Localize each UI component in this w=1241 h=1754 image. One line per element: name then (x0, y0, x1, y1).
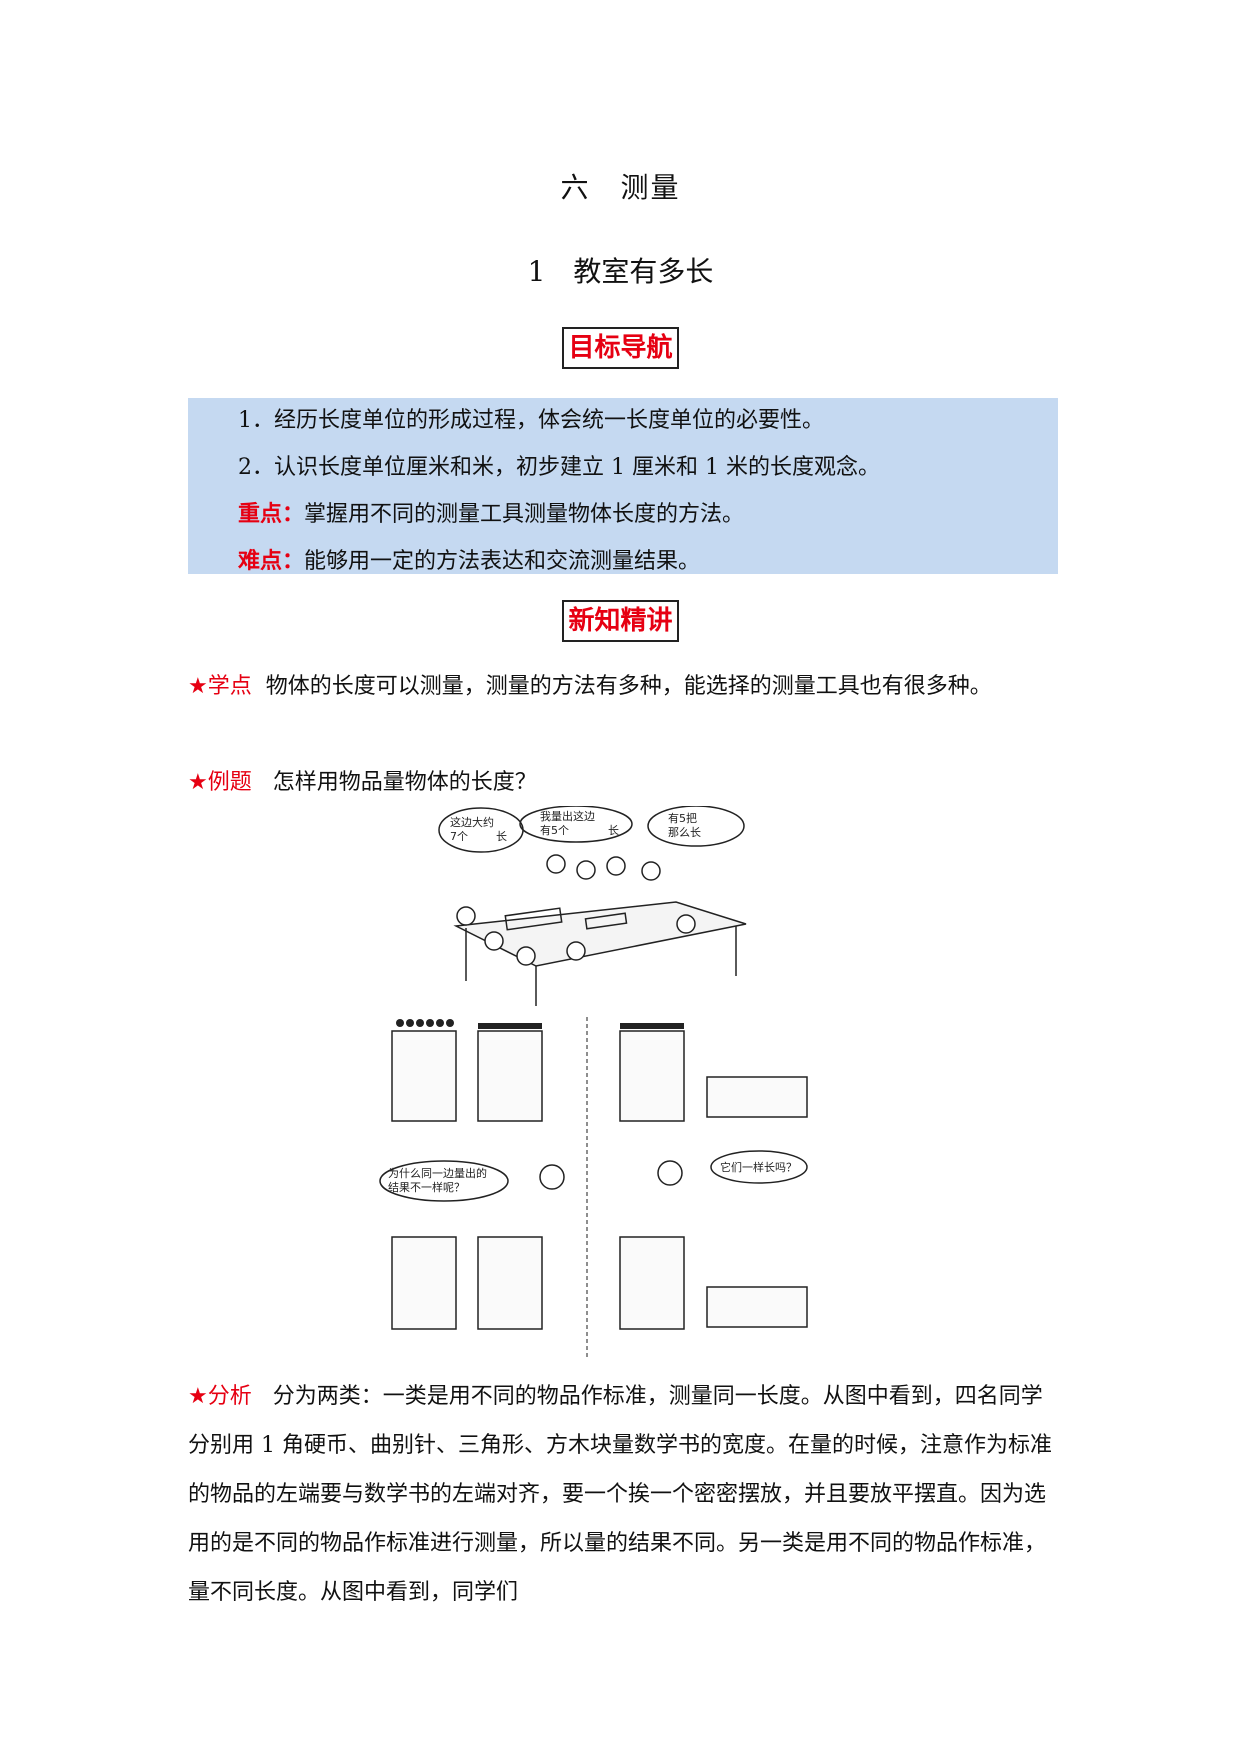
goals-box: 1．经历长度单位的形成过程，体会统一长度单位的必要性。 2．认识长度单位厘米和米… (188, 398, 1058, 574)
fig1-bubble-middle-line3: 长 (608, 824, 619, 837)
analysis: ★分析 分为两类：一类是用不同的物品作标准，测量同一长度。从图中看到，四名同学分… (188, 1372, 1058, 1617)
math-book (504, 907, 563, 931)
key-point-label: 重点： (238, 502, 305, 527)
fig1-bubble-left-line1: 这边大约 (450, 815, 494, 829)
boy-character (657, 1160, 683, 1186)
girl-character (539, 1164, 565, 1190)
fig1-bubble-middle-line1: 我量出这边 (540, 809, 595, 823)
fig1-bubble-right-line2: 那么长 (668, 826, 701, 839)
speech-bubble-right (647, 806, 745, 847)
landscape-card (706, 1076, 808, 1118)
section-goals-heading: 目标导航 (0, 327, 1241, 369)
child-head (546, 854, 566, 874)
speech-bubble-question (379, 1160, 509, 1202)
learning-point-text: 物体的长度可以测量，测量的方法有多种，能选择的测量工具也有很多种。 (265, 674, 992, 699)
difficult-point-text: 能够用一定的方法表达和交流测量结果。 (304, 549, 701, 574)
fig1-bubble-left-line3: 长 (496, 830, 507, 843)
fig1-bubble-middle-line2: 有5个 (540, 823, 569, 837)
goal-item-2: 2．认识长度单位厘米和米，初步建立 1 厘米和 1 米的长度观念。 (238, 455, 880, 480)
learning-point-label: ★学点 (188, 674, 252, 699)
lesson-title: 1 教室有多长 (527, 255, 714, 288)
example: ★例题 怎样用物品量物体的长度？ (188, 758, 1058, 807)
example-text: 怎样用物品量物体的长度？ (272, 770, 537, 795)
key-point-text: 掌握用不同的测量工具测量物体长度的方法。 (304, 502, 745, 527)
difficult-point-label: 难点： (238, 549, 305, 574)
speech-bubble-same-length (710, 1150, 808, 1184)
section-goals-label: 目标导航 (562, 327, 679, 369)
fig2-bubble-right: 它们一样长吗？ (720, 1160, 797, 1174)
analysis-text: 分为两类：一类是用不同的物品作标准，测量同一长度。从图中看到，四名同学分别用 1… (188, 1384, 1052, 1605)
learning-point: ★学点 物体的长度可以测量，测量的方法有多种，能选择的测量工具也有很多种。 (188, 662, 1058, 711)
fig2-bubble-left-line2: 结果不一样呢？ (388, 1180, 465, 1194)
section-knowledge-heading: 新知精讲 (0, 600, 1241, 642)
goal-difficult-point: 难点：能够用一定的方法表达和交流测量结果。 (238, 547, 700, 577)
example-label: ★例题 (188, 770, 252, 795)
figure-children-measuring-table: 这边大约 7个 长 我量出这边 有5个 长 有5把 那么长 (438, 806, 747, 1006)
math-book-cover (391, 1030, 457, 1122)
goal-item-1: 1．经历长度单位的形成过程，体会统一长度单位的必要性。 (238, 408, 824, 433)
section-knowledge-label: 新知精讲 (562, 600, 679, 642)
fig1-bubble-left-line2: 7个 (450, 830, 468, 843)
speech-bubble-middle (519, 806, 633, 843)
fig2-bubble-left-line1: 为什么同一边量出的 (388, 1166, 487, 1180)
fig1-bubble-right-line1: 有5把 (668, 811, 697, 825)
goal-key-point: 重点：掌握用不同的测量工具测量物体长度的方法。 (238, 500, 744, 530)
figure-books-comparison: 为什么同一边量出的 结果不一样呢？ 它们一样长吗？ (379, 1017, 808, 1357)
chapter-title: 六 测量 (560, 171, 681, 204)
analysis-label: ★分析 (188, 1384, 252, 1409)
